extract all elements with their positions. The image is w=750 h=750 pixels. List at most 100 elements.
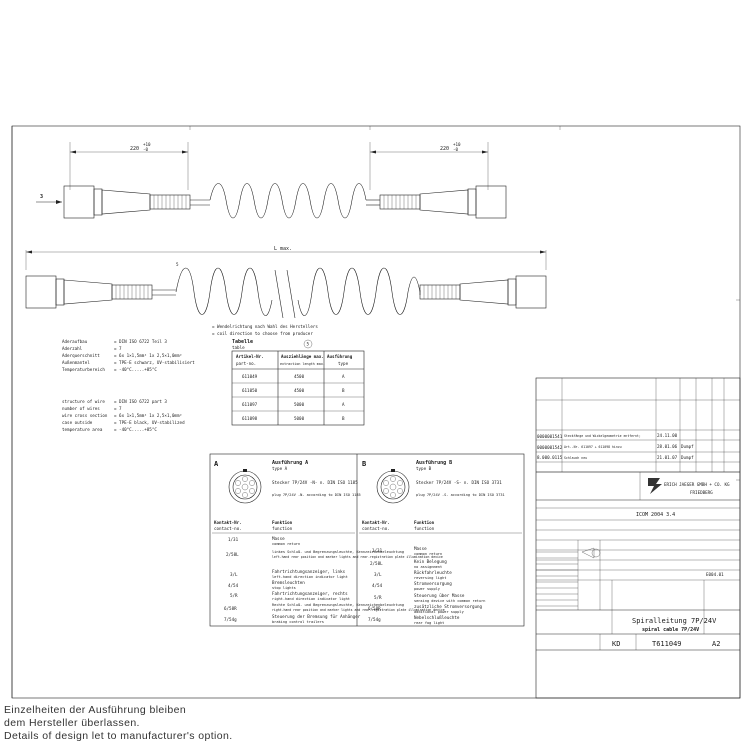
svg-text:Schlauch neu: Schlauch neu [564,456,587,460]
company-name: ERICH JAEGER GMBH + CO. KG [664,482,730,487]
svg-text:common return: common return [272,542,300,546]
svg-text:1/31: 1/31 [228,537,239,542]
drawing-format: A2 [712,640,720,648]
svg-text:5/R: 5/R [230,593,238,598]
svg-text:= -40°C.....+85°C: = -40°C.....+85°C [114,367,157,372]
svg-text:type B: type B [416,466,432,471]
svg-text:= 7: = 7 [114,406,122,411]
scale-ref: E004.01 [706,572,724,577]
svg-text:Rückfahrleuchte: Rückfahrleuchte [414,570,452,575]
svg-text:Ausführung: Ausführung [327,354,353,359]
svg-text:A: A [342,374,345,379]
svg-text:5/R: 5/R [374,595,382,600]
svg-text:4/54: 4/54 [228,583,239,588]
dim-left-tol-up: +10 [143,142,151,147]
svg-text:= -40°C.....+85°C: = -40°C.....+85°C [114,427,157,432]
drawing-number: T611049 [652,640,682,648]
svg-text:plug 7P/24V -S- according to D: plug 7P/24V -S- according to DIN ISO 373… [416,493,505,497]
svg-text:= DIN ISO 6722 Teil 3: = DIN ISO 6722 Teil 3 [114,339,167,344]
svg-text:Rechte Schluß- und Begrenzungs: Rechte Schluß- und Begrenzungsleuchte, K… [272,603,404,607]
svg-text:Bremsleuchten: Bremsleuchten [272,580,305,585]
svg-text:Außenmantel: Außenmantel [62,360,90,365]
svg-text:611098: 611098 [242,416,258,421]
svg-text:temperature area: temperature area [62,427,103,432]
svg-text:0000001542: 0000001542 [537,445,563,450]
svg-text:3/L: 3/L [374,572,382,577]
footnote-line-1: Einzelheiten der Ausführung bleiben [4,704,187,716]
footnote-line-2: dem Hersteller überlassen. [4,717,140,729]
svg-text:Ausziehlänge max.: Ausziehlänge max. [281,354,324,359]
svg-text:left-hand rear position and ma: left-hand rear position and marker light… [272,555,443,559]
svg-text:common return: common return [414,552,442,556]
svg-text:= 6x 1×1,5mm² 1x 2,5×1,0mm²: = 6x 1×1,5mm² 1x 2,5×1,0mm² [114,353,182,358]
svg-text:4500: 4500 [294,374,305,379]
dim-right-tol-dn: -0 [453,147,459,152]
svg-text:Kontakt-Nr.: Kontakt-Nr. [214,520,242,525]
svg-text:611049: 611049 [242,374,258,379]
svg-text:Ausführung B: Ausführung B [416,460,452,466]
svg-text:4/54: 4/54 [372,583,383,588]
dim-right: 220 [440,146,449,152]
dim-right-tol-up: +10 [453,142,461,147]
coil-note-en: = coil direction to choose from producer [212,331,313,336]
svg-text:2/58L: 2/58L [370,561,383,566]
svg-text:28.01.06: 28.01.06 [657,444,678,449]
variant-a: A Ausführung A type A Stecker 7P/24V -N-… [212,460,445,624]
view-arrow-label: 3 [40,194,43,200]
svg-text:sensing device with common ret: sensing device with common return [414,599,485,603]
drawing-title-en: spiral cable 7P/24V [642,627,699,633]
length-label: L max. [274,246,292,252]
svg-text:Stecker 7P/24V -N- n. DIN ISO: Stecker 7P/24V -N- n. DIN ISO 1185 [272,480,358,485]
svg-text:right-hand rear position and m: right-hand rear position and marker ligh… [272,608,445,612]
spec-en: structure of wire = DIN ISO 6722 part 3 … [62,399,185,432]
svg-text:B: B [342,388,345,393]
svg-text:rear fog light: rear fog light [414,621,444,625]
svg-text:right-hand direction indicator: right-hand direction indicator light [272,597,350,601]
svg-text:wire cross section: wire cross section [62,413,108,418]
svg-text:611097: 611097 [242,402,258,407]
svg-text:5000: 5000 [294,416,305,421]
part-table: Tabelle table 5 Artikel-Nr. Ausziehlänge… [231,339,365,426]
svg-text:part-no.: part-no. [236,361,256,366]
svg-text:1/31: 1/31 [372,548,383,553]
svg-text:Steuerung über Masse: Steuerung über Masse [414,593,465,598]
svg-text:Masse: Masse [414,546,427,551]
svg-text:Dumpf: Dumpf [681,444,694,449]
svg-text:Dumpf: Dumpf [681,455,694,460]
svg-text:reversing light: reversing light [414,576,446,580]
svg-text:= TPE-E schwarz, UV-stabilisie: = TPE-E schwarz, UV-stabilisiert [114,360,195,365]
table-subtitle: table [232,345,245,350]
svg-text:Stromversorgung: Stromversorgung [414,581,452,586]
svg-text:contact-no.: contact-no. [362,526,390,531]
svg-text:B: B [342,416,345,421]
variant-b: B Ausführung B type B Stecker 7P/24V -S-… [359,460,522,625]
svg-text:zusätzliche Stromversorgung: zusätzliche Stromversorgung [414,604,483,609]
svg-text:A: A [342,402,345,407]
drawing-title-de: Spiralleitung 7P/24V [632,617,717,625]
svg-text:Art.-Nr. 611097 + 611098 hinzu: Art.-Nr. 611097 + 611098 hinzu [564,445,622,449]
svg-text:Steckfänge und Wickelgeometrie: Steckfänge und Wickelgeometrie entfernt; [564,434,641,438]
svg-text:8.000.0115: 8.000.0115 [537,455,563,460]
svg-text:Kein Belegung: Kein Belegung [414,559,447,564]
svg-text:Fahrtrichtungsanzeiger, links: Fahrtrichtungsanzeiger, links [272,569,346,574]
dim-left: 220 [130,146,139,152]
svg-text:Fahrtrichtungsanzeiger, rechts: Fahrtrichtungsanzeiger, rechts [272,591,348,596]
svg-text:Temperaturbereich: Temperaturbereich [62,367,105,372]
svg-text:Aderaufbau: Aderaufbau [62,339,88,344]
title-block: 0000001541 0000001542 8.000.0115 Steckfä… [535,377,741,699]
svg-text:braking control trailers: braking control trailers [272,620,324,624]
table-title: Tabelle [232,339,253,345]
svg-text:type: type [338,361,349,366]
company-city: FRIEDBERG [690,490,713,495]
svg-text:no assignment: no assignment [414,565,442,569]
svg-text:Aderzahl: Aderzahl [62,346,83,351]
svg-text:additional power supply: additional power supply [414,610,465,614]
svg-text:Nebelschlußleuchte: Nebelschlußleuchte [414,615,460,620]
svg-text:structure of wire: structure of wire [62,399,105,404]
svg-text:Kontakt-Nr.: Kontakt-Nr. [362,520,390,525]
svg-text:= 6x 1×1,5mm² 1x 2,5×1,0mm²: = 6x 1×1,5mm² 1x 2,5×1,0mm² [114,413,182,418]
svg-text:B: B [362,460,366,468]
svg-text:7/54g: 7/54g [224,617,237,622]
variant-box [209,453,525,627]
